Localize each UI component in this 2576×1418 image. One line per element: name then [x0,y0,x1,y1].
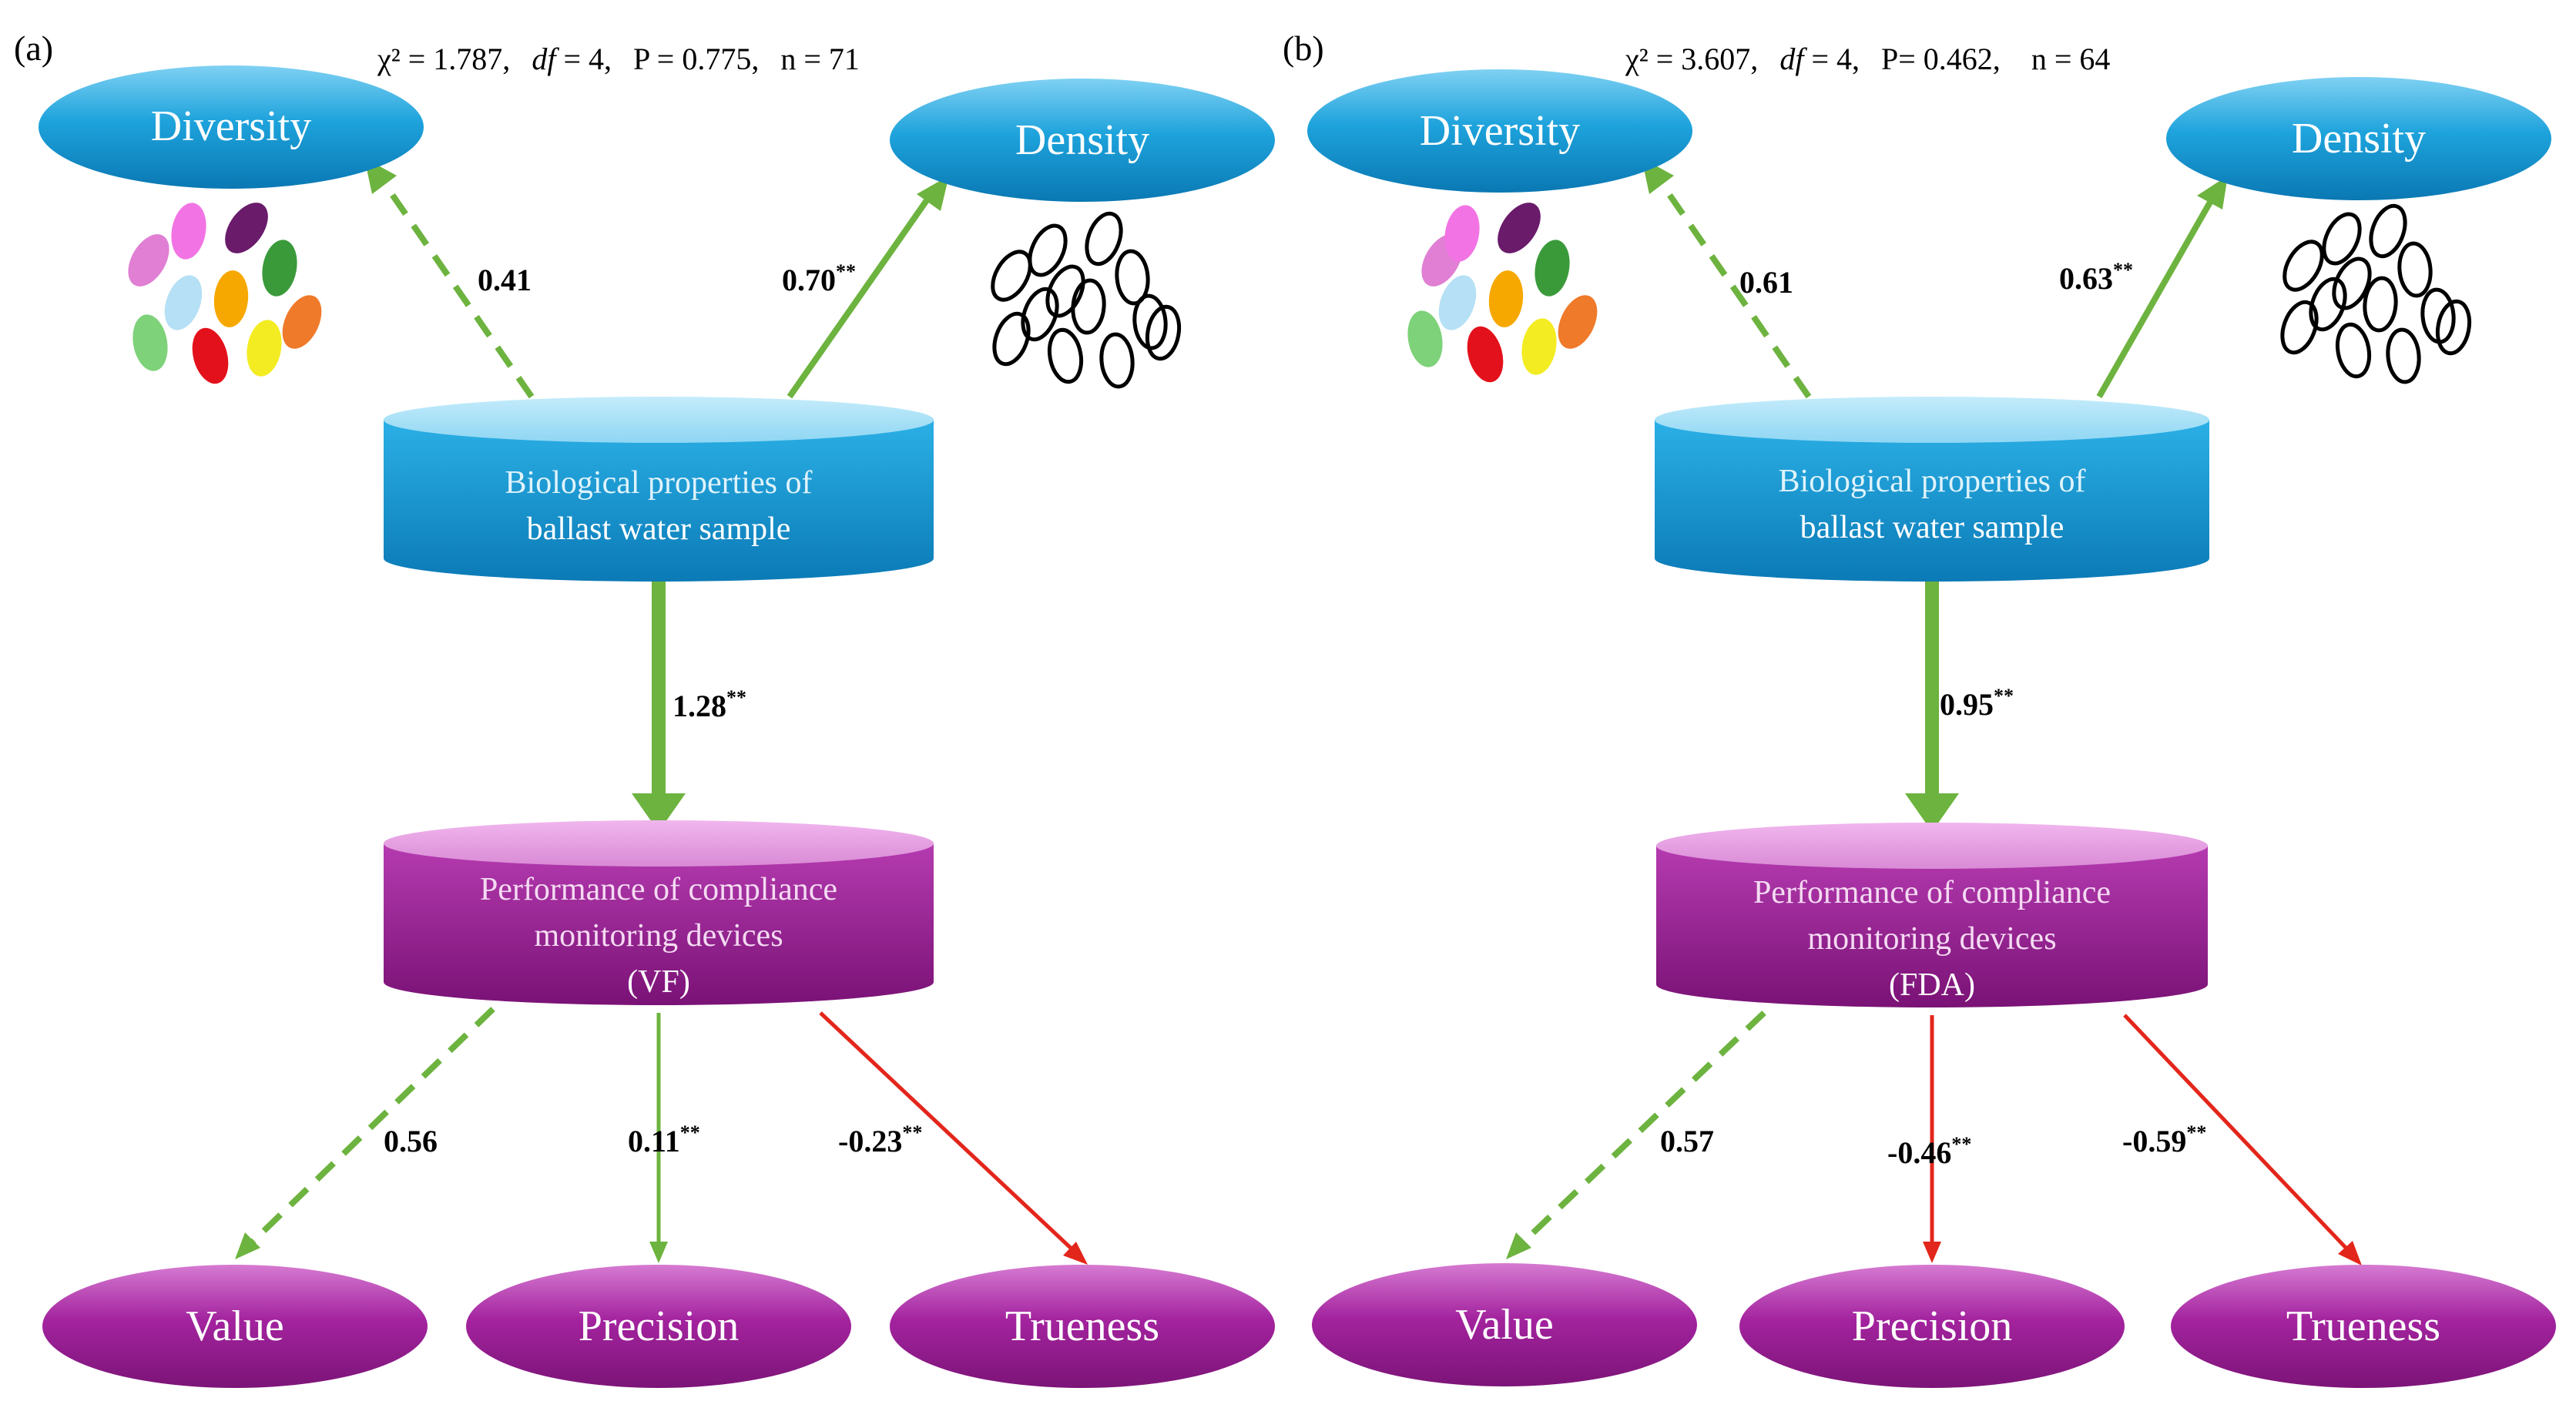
coef-diversity: 0.61 [1739,265,1793,300]
chi-square: χ² = 1.787, [377,42,510,76]
sig-trueness: ** [902,1121,922,1144]
arrowhead-trueness [2338,1241,2362,1265]
arrowhead-precision [1923,1242,1941,1263]
bio-node-line1: Biological properties of [505,465,813,501]
panel-letter: (a) [14,28,53,68]
df-label: df [532,42,559,76]
node-trueness: Trueness [2171,1265,2556,1388]
coef-trueness: -0.59** [2122,1121,2206,1158]
coef-trueness: -0.23** [838,1121,922,1158]
arrowhead-density [917,176,949,211]
node-precision-label: Precision [579,1302,739,1350]
panel-a: (a) χ² = 1.787, df = 4, P = 0.775, n = 7… [14,28,1275,1388]
node-precision: Precision [466,1265,851,1388]
sig-density: ** [2113,259,2133,281]
sig-bio-perf: ** [726,686,746,709]
arrowhead-value [1506,1232,1531,1259]
coef-density: 0.63** [2059,259,2133,296]
node-density: Density [2166,77,2551,200]
node-diversity: Diversity [39,65,424,189]
path-diversity [374,171,535,399]
sig-trueness: ** [2186,1121,2206,1144]
colored-cells-icon [128,203,322,384]
node-performance: Performance of compliance monitoring dev… [1656,823,2208,1007]
p-value: P= 0.462, [1881,42,2001,76]
path-diversity [1652,171,1812,399]
df-value: = 4, [1803,42,1860,76]
node-diversity-label: Diversity [1420,107,1580,155]
bio-node-line2: ballast water sample [527,511,791,547]
sample-size: n = 71 [780,42,860,76]
panel-letter: (b) [1283,28,1324,68]
perf-node-line2: monitoring devices [1807,921,2056,957]
arrowhead-density [2197,176,2228,210]
outlined-cells-icon [2280,203,2472,384]
arrowhead-precision [649,1242,668,1263]
coef-precision: 0.11** [628,1121,700,1158]
coef-bio-perf: 0.95** [1940,685,2014,722]
coef-precision: -0.46** [1887,1133,1971,1170]
fit-statistics: χ² = 3.607, df = 4, P= 0.462, n = 64 [1625,42,2110,76]
chi-square: χ² = 3.607, [1625,42,1758,76]
path-value [248,1007,495,1246]
coef-value: 0.57 [1660,1124,1714,1158]
perf-node-line1: Performance of compliance [1753,875,2111,910]
df-value: = 4, [555,42,612,76]
node-diversity-label: Diversity [151,102,311,150]
node-density: Density [890,79,1275,202]
path-trueness [819,1011,1076,1253]
node-precision-label: Precision [1852,1302,2012,1350]
node-biological-properties: Biological properties of ballast water s… [384,397,934,582]
node-density-label: Density [2292,115,2426,163]
sig-density: ** [836,260,856,283]
perf-node-line3: (VF) [627,964,690,1000]
panel-b: (b) χ² = 3.607, df = 4, P= 0.462, n = 64… [1283,28,2556,1388]
path-density [2096,193,2218,398]
arrowhead-bio-perf [632,793,686,832]
df-label: df [1779,42,1807,76]
outlined-cells-icon [991,211,1182,389]
bio-node-line2: ballast water sample [1800,510,2064,545]
sig-precision: ** [680,1121,700,1144]
coef-density: 0.70** [782,260,856,297]
node-value-label: Value [1455,1301,1554,1349]
arrowhead-value [235,1232,260,1259]
perf-node-line2: monitoring devices [534,918,783,954]
coef-diversity: 0.41 [478,263,532,297]
node-diversity: Diversity [1307,69,1692,193]
node-value: Value [1312,1263,1697,1386]
colored-cells-icon [1407,203,1598,383]
arrowhead-bio-perf [1905,793,1959,832]
sig-bio-perf: ** [1994,685,2014,707]
node-trueness-label: Trueness [1005,1302,1159,1350]
sig-precision: ** [1951,1133,1971,1155]
node-value: Value [42,1265,428,1388]
perf-node-line1: Performance of compliance [480,872,837,907]
fit-statistics: χ² = 1.787, df = 4, P = 0.775, n = 71 [377,42,860,76]
p-value: P = 0.775, [633,42,759,76]
node-value-label: Value [186,1302,284,1350]
node-precision: Precision [1739,1265,2125,1388]
node-performance: Performance of compliance monitoring dev… [384,820,934,1005]
arrowhead-trueness [1063,1242,1088,1265]
node-density-label: Density [1015,116,1149,164]
path-trueness [2123,1014,2351,1253]
coef-value: 0.56 [384,1124,438,1158]
sample-size: n = 64 [2031,42,2111,76]
node-trueness: Trueness [890,1265,1275,1388]
node-trueness-label: Trueness [2286,1302,2440,1350]
perf-node-line3: (FDA) [1889,967,1975,1003]
bio-node-line1: Biological properties of [1779,464,2086,499]
coef-bio-perf: 1.28** [673,686,746,723]
path-value [1519,1011,1766,1246]
path-density [787,190,935,399]
node-biological-properties: Biological properties of ballast water s… [1655,397,2209,582]
